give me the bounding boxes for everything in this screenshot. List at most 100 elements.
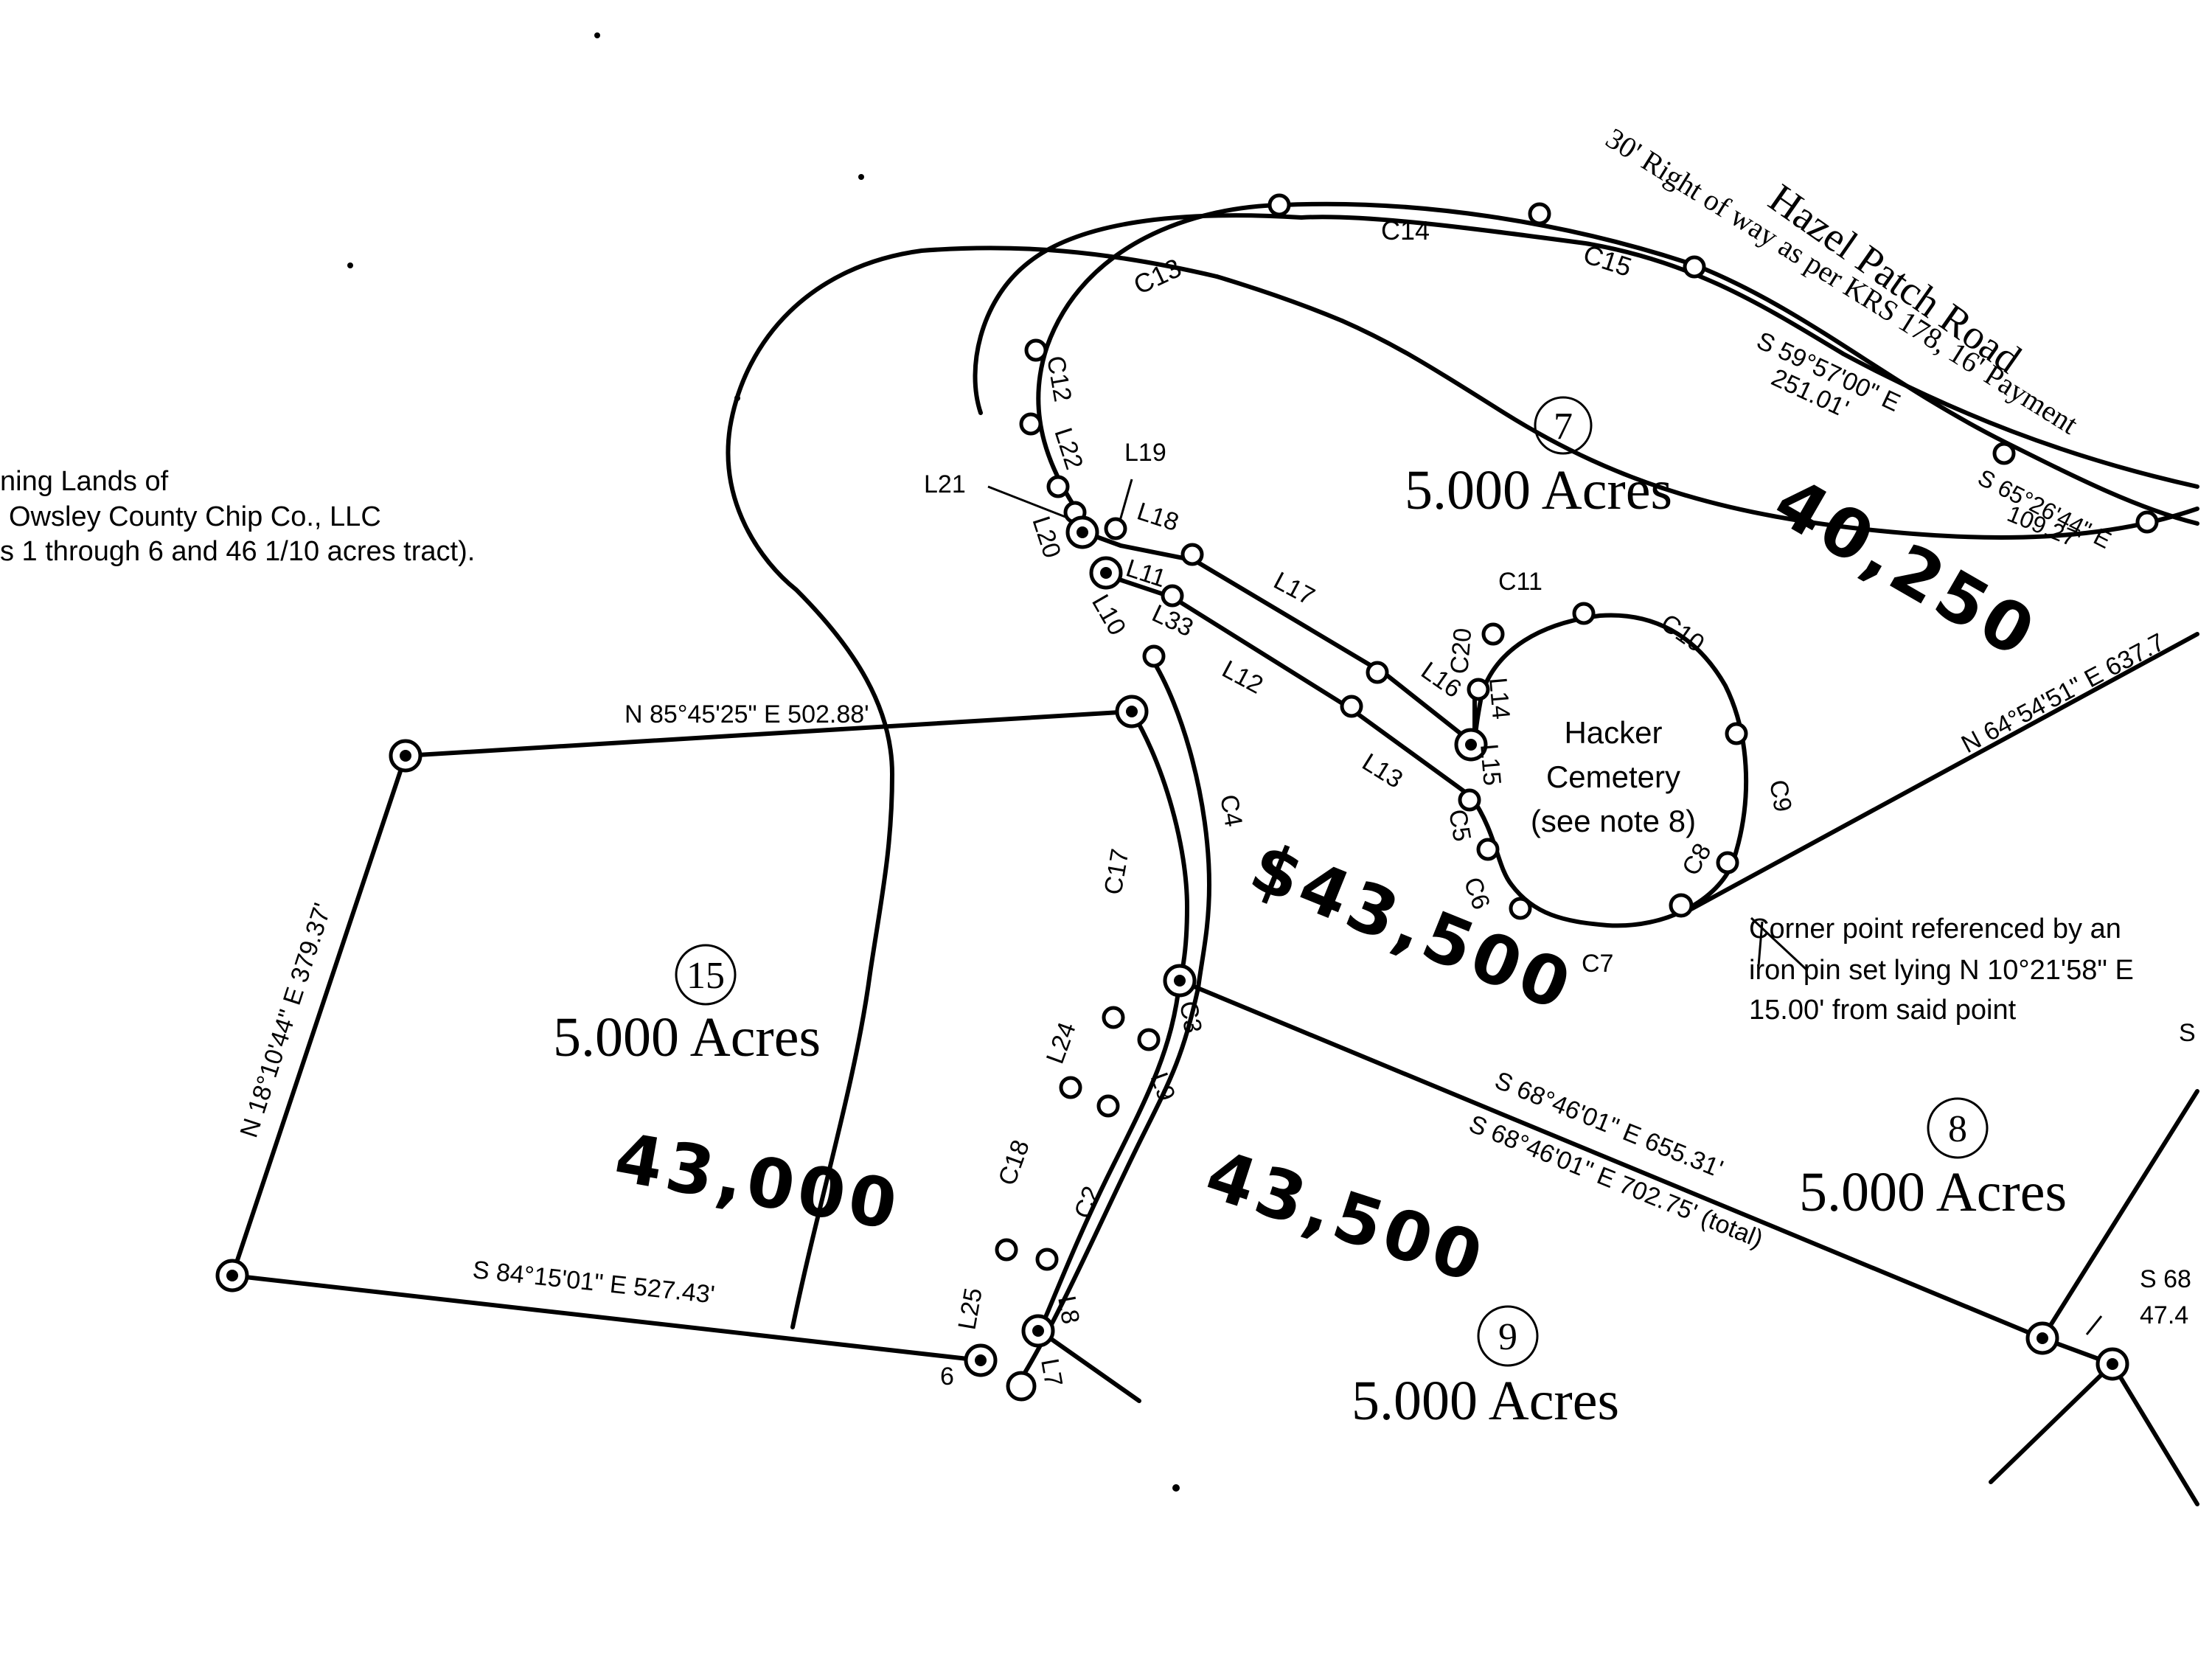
segment-label: L20 [1026, 513, 1066, 562]
note-line-2: iron pin set lying N 10°21'58" E [1749, 955, 2134, 986]
segment-label: C5 [1443, 807, 1476, 843]
segment-label: L17 [1269, 567, 1319, 611]
segment-label: C4 [1214, 793, 1248, 829]
monument-point [1528, 202, 1551, 226]
interior-lines [230, 479, 2199, 1506]
adjoining-lands-line-3: s 1 through 6 and 46 1/10 acres tract). [0, 536, 475, 567]
monument-point [1267, 193, 1291, 217]
handwritten-price: $43,500 [1240, 827, 1585, 1027]
monument-point [1077, 526, 1088, 538]
monument-point [1126, 706, 1138, 717]
tract-9-value: 43,500 [1197, 1135, 1495, 1299]
segment-label: L13 [1357, 748, 1408, 794]
segment-label: L18 [1134, 497, 1183, 537]
monument-point [1509, 897, 1532, 920]
monument-point [1340, 695, 1363, 718]
segment-label: L12 [1217, 655, 1267, 700]
monument-point [1366, 661, 1389, 684]
monument-point [1161, 584, 1184, 608]
tract-15-acres: 5.000 Acres [553, 1006, 821, 1068]
segment-label: C12 [1041, 354, 1077, 404]
segment-label: C14 [1381, 215, 1430, 246]
monument-point [1006, 1371, 1037, 1402]
monument-point [1137, 1028, 1161, 1051]
monument-point [2135, 510, 2159, 534]
segment-label: L19 [1124, 439, 1166, 467]
segment-label: C17 [1099, 846, 1134, 897]
monument-point [1476, 838, 1500, 861]
scan-speck [1172, 1484, 1180, 1492]
monument-point [1019, 412, 1043, 436]
tract-9-number: 9 [1498, 1316, 1517, 1358]
bearing-label: S 68 [2140, 1265, 2191, 1293]
monument-point [1035, 1248, 1059, 1271]
bearing-label: N 85°45'25" E 502.88' [625, 700, 869, 728]
distance-label: 47.4 [2140, 1301, 2188, 1329]
tract-number-circle [1927, 1097, 1989, 1159]
tract-15-value: 43,000 [609, 1118, 907, 1245]
segment-label: L10 [1086, 590, 1131, 640]
tract-number-circle [1534, 396, 1593, 455]
tract-7-acres: 5.000 Acres [1405, 459, 1672, 521]
segment-label: L14 [1484, 676, 1515, 720]
segment-label: C11 [1498, 568, 1543, 596]
monument-point [1059, 1076, 1082, 1099]
monument-point [1465, 739, 1477, 751]
cemetery-label-line-1: Hacker [1564, 715, 1662, 750]
monument-points [215, 193, 2159, 1402]
segment-label: L9 [1144, 1069, 1180, 1105]
segment-label: 6 [940, 1363, 954, 1391]
monument-point [2037, 1332, 2048, 1344]
segment-label: L7 [1035, 1357, 1068, 1389]
monument-point [1102, 1006, 1125, 1029]
tract-number-circle [675, 944, 737, 1006]
monument-point [975, 1354, 987, 1366]
bearing-label: S [2179, 1019, 2196, 1047]
segment-label: C18 [993, 1136, 1035, 1189]
segment-label: C3 [1174, 999, 1207, 1035]
note-line-1: Corner point referenced by an [1749, 914, 2121, 944]
monument-point [1032, 1325, 1044, 1337]
monument-point [1142, 644, 1166, 668]
monument-point [1467, 678, 1490, 701]
monument-point [1024, 338, 1048, 362]
monument-point [1174, 975, 1186, 987]
tract-number-circle [1477, 1305, 1539, 1367]
monument-point [1104, 517, 1127, 540]
monument-point [1716, 851, 1739, 874]
segment-label: C7 [1582, 950, 1613, 978]
adjoining-lands-line-1: ning Lands of [0, 466, 169, 497]
cemetery-label-line-2: Cemetery [1546, 759, 1680, 794]
segment-label: C8 [1677, 838, 1717, 880]
scan-speck [858, 174, 864, 180]
bearing-label: S 84°15'01" E 527.43' [471, 1256, 716, 1309]
monument-point [1481, 622, 1505, 646]
cemetery-label-line-3: (see note 8) [1531, 804, 1696, 838]
monument-point [1683, 255, 1706, 279]
bearing-label: N 18°10'44" E 379.37' [234, 900, 337, 1141]
tract-15-number: 15 [686, 955, 725, 997]
scan-speck [594, 32, 600, 38]
monument-point [1572, 602, 1596, 625]
tract-7-number: 7 [1554, 406, 1573, 448]
monument-point [1669, 893, 1694, 918]
monument-point [2107, 1358, 2118, 1370]
segment-label: L8 [1052, 1294, 1085, 1326]
monument-point [1992, 442, 2016, 465]
monument-point [226, 1270, 238, 1281]
segment-label: L24 [1041, 1018, 1082, 1067]
segment-label: L11 [1123, 554, 1169, 593]
monument-point [400, 750, 411, 762]
adjoining-lands-line-2: Owsley County Chip Co., LLC [9, 501, 381, 532]
monument-point [1725, 722, 1748, 745]
segment-label: L25 [953, 1286, 987, 1332]
monument-point [1096, 1094, 1120, 1118]
monument-point [1458, 788, 1481, 812]
note-line-3: 15.00' from said point [1749, 995, 2017, 1026]
tract-9-acres: 5.000 Acres [1352, 1370, 1619, 1432]
segment-label: C20 [1445, 627, 1477, 675]
tract-8-number: 8 [1948, 1108, 1967, 1150]
segment-label: C9 [1764, 778, 1797, 814]
monument-point [1180, 543, 1204, 566]
